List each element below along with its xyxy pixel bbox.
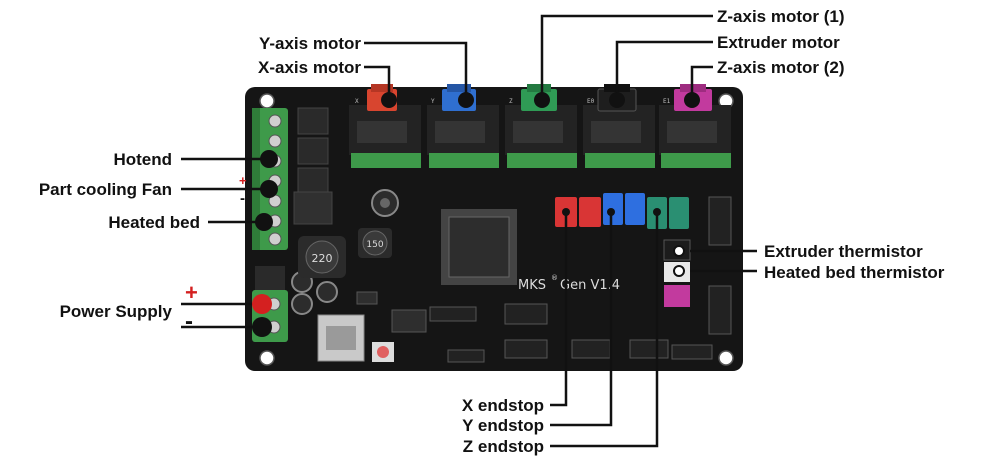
label-heated-bed-thermistor: Heated bed thermistor [764, 263, 945, 282]
mosfets [293, 107, 333, 225]
svg-text:-: - [240, 190, 245, 207]
svg-text:X: X [355, 98, 359, 105]
svg-text:+: + [239, 173, 247, 188]
connection-dots [252, 92, 700, 337]
label-power-supply: Power Supply [60, 302, 173, 321]
label-y-endstop: Y endstop [462, 416, 544, 435]
svg-text:150: 150 [366, 240, 383, 250]
svg-text:-: - [185, 308, 193, 335]
label-z-axis-motor-1: Z-axis motor (1) [717, 7, 845, 26]
reset-button [372, 342, 394, 362]
svg-text:Gen V1.4: Gen V1.4 [560, 278, 620, 293]
label-x-axis-motor: X-axis motor [258, 58, 361, 77]
svg-text:Z: Z [509, 98, 513, 105]
label-extruder-motor: Extruder motor [717, 33, 840, 52]
svg-text:E0: E0 [587, 98, 595, 105]
svg-text:+: + [185, 280, 198, 305]
microcontroller [441, 209, 517, 285]
polarity-marks: + - + - [185, 173, 247, 335]
label-heated-bed: Heated bed [108, 213, 200, 232]
svg-text:220: 220 [312, 252, 333, 265]
svg-text:Y: Y [431, 98, 435, 105]
svg-text:E1: E1 [663, 98, 671, 105]
inductor-150: 150 [358, 228, 392, 258]
label-z-endstop: Z endstop [463, 437, 544, 456]
expansion-headers [429, 196, 732, 363]
usb-port [317, 314, 365, 362]
board-chips [356, 291, 427, 333]
label-y-axis-motor: Y-axis motor [259, 34, 361, 53]
label-part-cooling-fan: Part cooling Fan [39, 180, 172, 199]
labels: Y-axis motor X-axis motor Z-axis motor (… [39, 7, 945, 456]
board-model-label: MKS ® Gen V1.4 [518, 274, 620, 293]
svg-text:®: ® [551, 274, 558, 282]
inductor-220: 220 [298, 236, 346, 278]
label-hotend: Hotend [113, 150, 172, 169]
label-z-axis-motor-2: Z-axis motor (2) [717, 58, 845, 77]
leader-lines [181, 14, 757, 448]
svg-text:MKS: MKS [518, 278, 546, 293]
label-extruder-thermistor: Extruder thermistor [764, 242, 923, 261]
label-x-endstop: X endstop [462, 396, 544, 415]
